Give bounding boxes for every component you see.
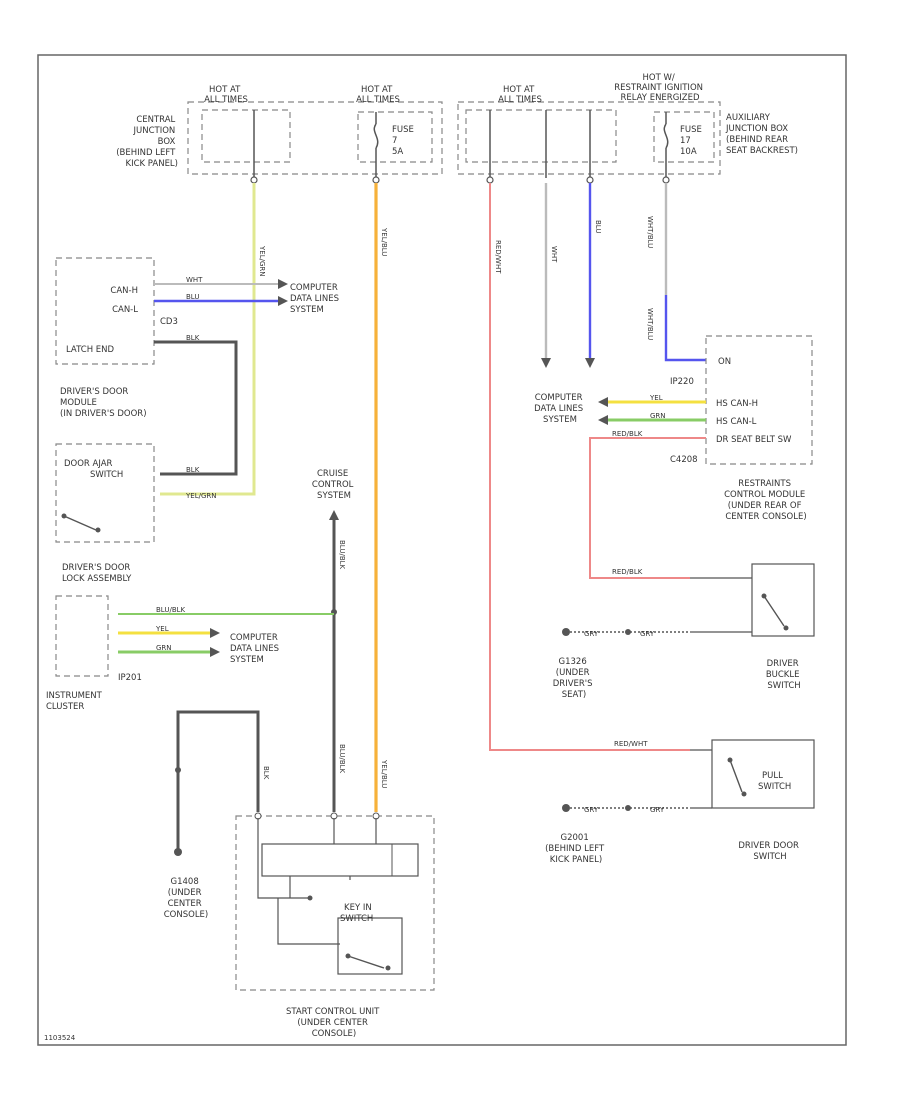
ip201-label: IP201 — [118, 673, 142, 683]
cluster-label: INSTRUMENT CLUSTER — [46, 691, 105, 712]
pin-can-l: CAN-L — [112, 305, 138, 315]
wire-label-blu-can: BLU — [186, 293, 199, 301]
arrow-can-l — [278, 296, 288, 306]
dd-lock-label: DRIVER'S DOOR LOCK ASSEMBLY — [62, 563, 133, 584]
wire-label-gry-2: GRY — [640, 630, 655, 638]
wire-label-yel-grn: YEL/GRN — [258, 245, 266, 276]
driver-buckle-switch — [690, 563, 815, 637]
hot-label-2: HOT AT ALL TIMES — [356, 85, 400, 105]
restraints-control-module: ON HS CAN-H HS CAN-L DR SEAT BELT SW — [705, 335, 813, 465]
wire-blk-ground — [176, 710, 260, 850]
computer-data-lines-1: COMPUTER DATA LINES SYSTEM — [290, 283, 342, 315]
wire-label-grn-2: GRN — [650, 412, 666, 420]
fuse-a-label: FUSE 7 5A — [392, 125, 417, 157]
fuse-b-label: FUSE 17 10A — [680, 125, 705, 157]
hot-label-1: HOT AT ALL TIMES — [204, 85, 248, 105]
wire-label-wht: WHT — [550, 246, 558, 263]
wire-label-yel-grn-2: YEL/GRN — [185, 492, 216, 500]
ground-seat — [562, 628, 570, 636]
svg-text:KEY IN SWITCH: KEY IN SWITCH — [340, 903, 374, 924]
arrow-down-wht — [541, 358, 551, 368]
g-seat-label: G1326 (UNDER DRIVER'S SEAT) — [553, 657, 596, 700]
wire-label-grn-1: GRN — [156, 644, 172, 652]
wire-label-yel-2: YEL — [649, 394, 663, 402]
top-connectors — [250, 176, 670, 184]
wire-label-gry-4: GRY — [650, 806, 665, 814]
wire-blk-ajar — [154, 340, 238, 476]
latch-end-label: LATCH END — [66, 345, 115, 355]
ground-center — [174, 848, 182, 856]
wire-label-red-blk-2: RED/BLK — [612, 568, 643, 576]
wire-label-blu-blk: BLU/BLK — [338, 540, 346, 570]
fuse-b-symbol — [663, 123, 669, 149]
rcm-pin-belt: DR SEAT BELT SW — [716, 435, 792, 445]
cjb-label: CENTRAL JUNCTION BOX (BEHIND LEFT KICK P… — [116, 115, 178, 169]
dd-switch-label: DRIVER DOOR SWITCH — [738, 841, 801, 862]
hot-label-4: HOT W/ RESTRAINT IGNITION RELAY ENERGIZE… — [614, 73, 705, 103]
pin-cd3: CD3 — [160, 317, 178, 327]
wire-label-gry-3: GRY — [584, 806, 599, 814]
central-junction-box: CENTRAL JUNCTION BOX (BEHIND LEFT KICK P… — [116, 85, 443, 178]
rcm-label: RESTRAINTS CONTROL MODULE (UNDER REAR OF… — [724, 479, 808, 522]
arrow-left-grn — [598, 415, 608, 425]
buckle-label: DRIVER BUCKLE SWITCH — [766, 659, 802, 691]
ground-kick — [562, 804, 570, 812]
wire-label-blu: BLU — [594, 220, 602, 233]
computer-data-lines-3: COMPUTER DATA LINES SYSTEM — [534, 393, 586, 425]
wire-red-blk — [589, 437, 706, 579]
wire-label-blk-grn: BLU/BLK — [156, 606, 186, 614]
wire-label-wht-blu: WHT/BLU — [646, 216, 654, 248]
rcm-pin-can-h: HS CAN-H — [716, 399, 758, 409]
arrow-left-yel — [598, 397, 608, 407]
rcm-pin-on: ON — [718, 357, 731, 367]
g-center-label: G1408 (UNDER CENTER CONSOLE) — [164, 877, 209, 920]
wire-yel-grn — [160, 183, 256, 496]
wire-label-yel-blu: YEL/BLU — [380, 227, 388, 256]
g-kick-label: G2001 (BEHIND LEFT KICK PANEL) — [545, 833, 607, 865]
wire-label-yel-blu-2: YEL/BLU — [380, 759, 388, 788]
start-control-label: START CONTROL UNIT (UNDER CENTER CONSOLE… — [286, 1007, 382, 1039]
driver-door-switch: PULL SWITCH — [690, 739, 815, 809]
wire-label-blk-1: BLK — [186, 334, 200, 342]
wire-wht-blu-lower — [664, 295, 706, 362]
wire-label-red-wht: RED/WHT — [494, 240, 502, 274]
drivers-door-module: CAN-H CAN-L CD3 LATCH END — [55, 257, 178, 365]
svg-text:DOOR AJAR SWITCH: DOOR AJAR SWITCH — [64, 459, 123, 480]
diagram-code: 1103524 — [44, 1034, 76, 1042]
wire-label-wht-blu-2: WHT/BLU — [646, 308, 654, 340]
cruise-control-label: CRUISE CONTROL SYSTEM — [312, 469, 356, 501]
auxiliary-junction-box: HOT AT ALL TIMES HOT W/ RESTRAINT IGNITI… — [457, 73, 798, 178]
arrow-can-h — [278, 279, 288, 289]
svg-text:PULL SWITCH: PULL SWITCH — [758, 771, 791, 792]
computer-data-lines-2: COMPUTER DATA LINES SYSTEM — [230, 633, 282, 665]
hot-label-3: HOT AT ALL TIMES — [498, 85, 542, 105]
c4208-label: C4208 — [670, 455, 698, 465]
wire-label-blk-2: BLK — [186, 466, 200, 474]
wire-label-gry-1: GRY — [584, 630, 599, 638]
instrument-cluster: BLU/BLK YEL GRN IP201 — [55, 595, 334, 683]
wire-label-red-wht-2: RED/WHT — [614, 740, 648, 748]
pin-can-h: CAN-H — [110, 286, 138, 296]
rcm-pin-can-l: HS CAN-L — [716, 417, 757, 427]
ajb-label: AUXILIARY JUNCTION BOX (BEHIND REAR SEAT… — [725, 113, 798, 156]
arrow-up-cruise — [329, 510, 339, 520]
wire-label-wht-can: WHT — [186, 276, 203, 284]
diagram-border — [37, 54, 847, 1046]
door-ajar-switch: DOOR AJAR SWITCH — [55, 443, 155, 543]
wire-label-red-blk: RED/BLK — [612, 430, 643, 438]
start-control-unit: KEY IN SWITCH — [235, 812, 435, 991]
dd-module-label: DRIVER'S DOOR MODULE (IN DRIVER'S DOOR) — [60, 387, 147, 419]
wire-red-wht — [489, 183, 690, 751]
arrow-down-blu — [585, 358, 595, 368]
fuse-a-symbol — [373, 123, 379, 149]
wire-label-yel-1: YEL — [155, 625, 169, 633]
ip220-label: IP220 — [670, 377, 694, 387]
wire-label-blu-blk-2: BLU/BLK — [338, 744, 346, 774]
wire-label-blk-3: BLK — [262, 766, 270, 780]
